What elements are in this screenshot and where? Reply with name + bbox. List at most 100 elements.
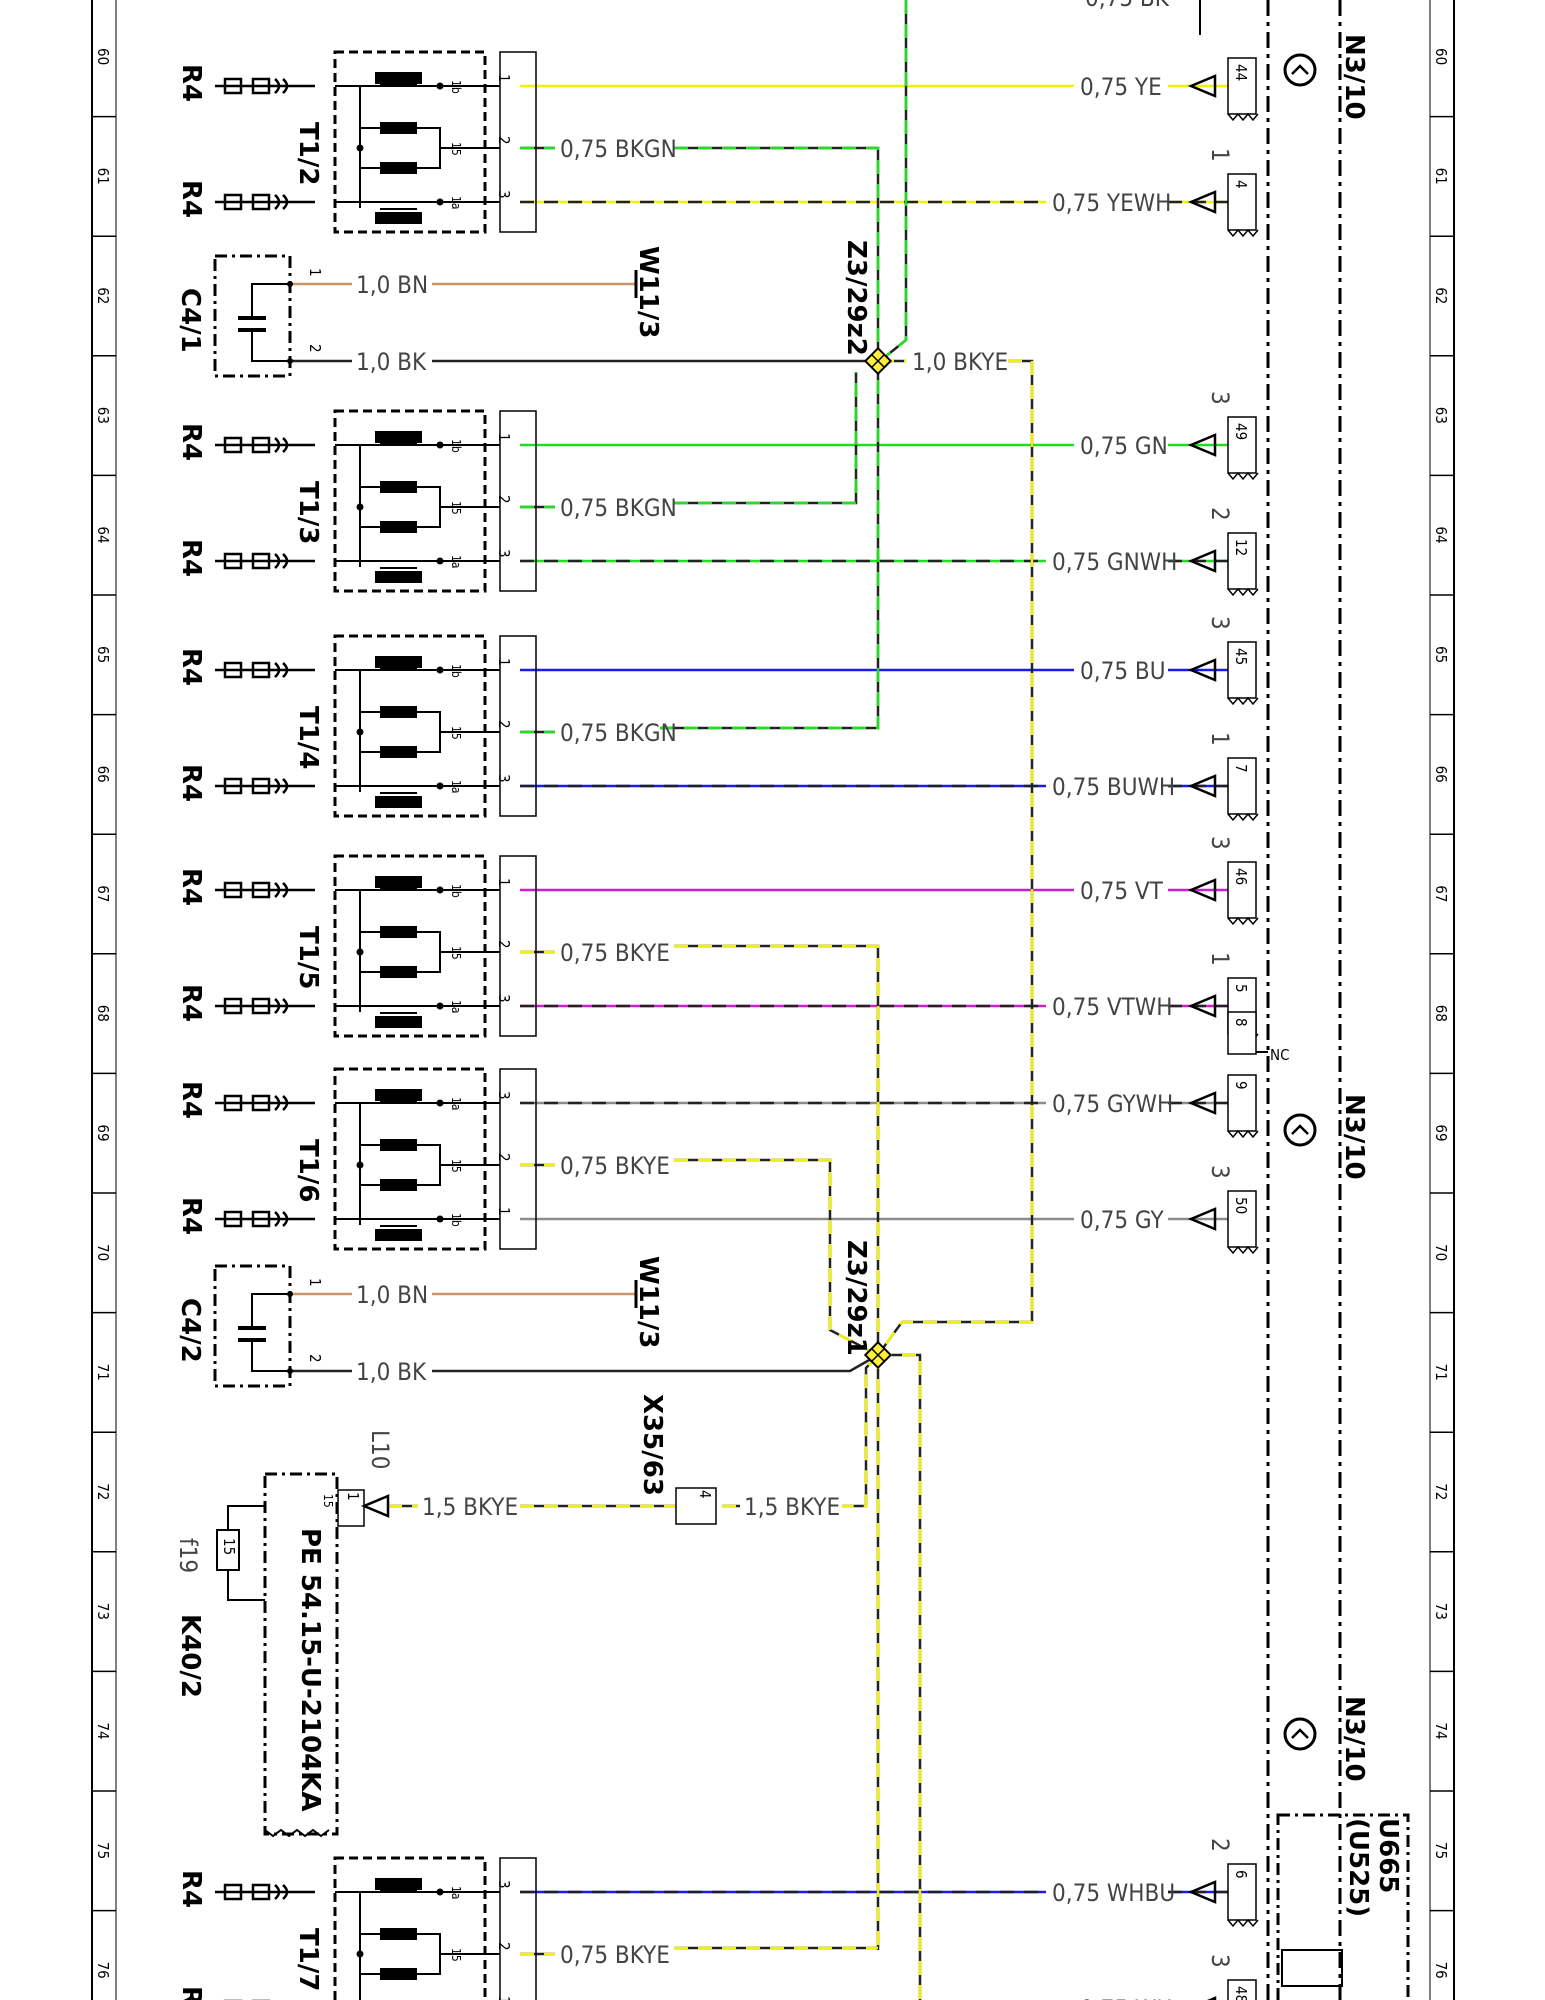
doc-reference-icon: [1281, 1949, 1343, 1987]
connector-pin-box-nc: [1227, 1011, 1257, 1055]
wire-label-WHBU: 0,75 WHBU: [1052, 1879, 1175, 1907]
row-number-right: 71: [1432, 1364, 1450, 1381]
wire-label-mid: 0,75 BKGN: [560, 135, 677, 163]
capacitor-pin1: 1: [306, 1278, 324, 1287]
row-number-left: 66: [94, 766, 112, 783]
capacitor-node: [287, 281, 293, 287]
wire-label-GNWH: 0,75 GNWH: [1052, 548, 1177, 576]
pin-inner: 15: [449, 946, 463, 960]
connector-pin-number: 44: [1232, 64, 1250, 81]
fuse-label: f19: [174, 1538, 202, 1573]
relay-zigzag: [264, 1828, 330, 1838]
r4-resistor: [213, 193, 317, 211]
pin-inner: 1b: [449, 664, 463, 678]
pin-inner: 1a: [449, 555, 463, 568]
r4-resistor: [213, 1094, 317, 1112]
fuse-lead: [227, 1570, 265, 1601]
r4-label: R4: [176, 64, 206, 102]
route-top-stripe: [879, 0, 908, 362]
pin-number: 1: [495, 658, 513, 667]
wire-label-mid: 0,75 BKYE: [560, 1941, 670, 1969]
r4-symbol: [213, 77, 317, 95]
route-top: [879, 0, 908, 362]
wire-label-mid: 0,75 BKYE: [560, 939, 670, 967]
transformer-label: T1/2: [293, 122, 323, 185]
capacitor-pin1: 1: [306, 268, 324, 277]
r4-label: R4: [176, 764, 206, 802]
r4-symbol: [213, 997, 317, 1015]
connector-group-number: 3: [1206, 1954, 1234, 1968]
splice-z1-label: Z3/29z1: [841, 1240, 871, 1356]
n3-10-icon: [1283, 1113, 1317, 1147]
route-t16-stripe: [674, 1158, 879, 1357]
pin-number: 2: [495, 720, 513, 729]
connector-pin-number: 7: [1232, 764, 1250, 773]
r4-symbol: [213, 1210, 317, 1228]
row-number-left: 60: [94, 48, 112, 65]
wire-label-bn: 1,0 BN: [356, 271, 428, 299]
relay-k40-label: K40/2: [175, 1614, 205, 1698]
module-label-n3-10: N3/10: [1339, 1094, 1369, 1180]
r4-label: R4: [176, 180, 206, 218]
pin-number: 1: [495, 1996, 513, 2000]
pin-inner: 1a: [449, 1097, 463, 1110]
capacitor-lead: [251, 283, 290, 318]
splice-mark: [871, 354, 885, 368]
row-number-right: 72: [1432, 1483, 1450, 1500]
capacitor-label: C4/2: [175, 1298, 205, 1363]
wire-label-YE: 0,75 YE: [1080, 73, 1162, 101]
r4-label: R4: [176, 1081, 206, 1119]
capacitor-node: [287, 358, 293, 364]
r4-symbol: [213, 661, 317, 679]
pin-inner: 1b: [449, 884, 463, 898]
module-u665-box: [1276, 1813, 1410, 2000]
module-label-n3-10: N3/10: [1339, 34, 1369, 120]
capacitor-box: [213, 1264, 292, 1388]
row-number-right: 64: [1432, 526, 1450, 543]
connector-zigzag: [1227, 228, 1259, 238]
connector-group-number: 3: [1206, 391, 1234, 405]
r4-resistor: [213, 77, 317, 95]
r4-label: R4: [176, 868, 206, 906]
wire-label-BU: 0,75 BU: [1080, 657, 1166, 685]
r4-symbol: [213, 777, 317, 795]
connector-pin-box: [1227, 532, 1257, 590]
n3-10-icon: [1283, 53, 1317, 87]
row-number-left: 72: [94, 1483, 112, 1500]
r4-symbol: [213, 881, 317, 899]
row-number-right: 68: [1432, 1005, 1450, 1022]
relay-pin-out: 1: [344, 1492, 362, 1501]
pin-number: 1: [495, 1207, 513, 1216]
pin-number: 2: [495, 495, 513, 504]
row-number-right: 62: [1432, 287, 1450, 304]
row-number-left: 69: [94, 1124, 112, 1141]
pin-number: 2: [495, 940, 513, 949]
capacitor-lead: [251, 1340, 290, 1372]
connector-pin-box: [1227, 57, 1257, 115]
wire-label-GN: 0,75 GN: [1080, 432, 1168, 460]
wire-label-l10-b: 1,5 BKYE: [744, 1493, 840, 1521]
capacitor-node: [287, 1368, 293, 1374]
pin-inner: 15: [449, 726, 463, 740]
pin-number: 3: [495, 1091, 513, 1100]
connector-group-number: 3: [1206, 616, 1234, 630]
pin-number: 3: [495, 190, 513, 199]
x35-pin: 4: [696, 1490, 714, 1499]
capacitor-node: [287, 1291, 293, 1297]
row-number-left: 74: [94, 1722, 112, 1739]
r4-label: R4: [176, 1986, 206, 2000]
relay-pin-in: 15: [321, 1494, 335, 1508]
pin-inner: 1a: [449, 1886, 463, 1899]
row-number-right: 67: [1432, 885, 1450, 902]
row-number-right: 61: [1432, 168, 1450, 185]
row-number-left: 62: [94, 287, 112, 304]
r4-symbol: [213, 552, 317, 570]
route-t13-stripe: [674, 372, 858, 505]
row-number-left: 73: [94, 1603, 112, 1620]
r4-symbol: [213, 436, 317, 454]
connector-zigzag: [1227, 1245, 1259, 1255]
pin-number: 3: [495, 994, 513, 1003]
r4-label: R4: [176, 1197, 206, 1235]
row-number-left: 76: [94, 1962, 112, 1979]
